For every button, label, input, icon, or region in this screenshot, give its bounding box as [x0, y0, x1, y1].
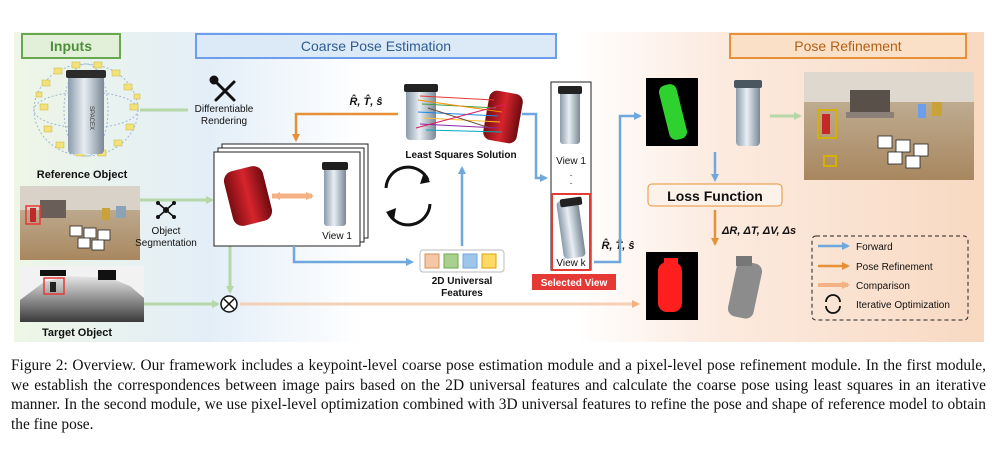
arrow-views-to-features — [292, 246, 414, 266]
caption-label: Figure 2: — [11, 357, 68, 374]
pose-feedback-arrow — [292, 112, 398, 142]
rendered-mask-image — [646, 78, 698, 146]
rendering-label: Rendering — [201, 116, 247, 127]
object-label: Object — [152, 226, 181, 237]
selected-view-label: Selected View — [541, 278, 608, 289]
differentiable-label: Differentiable — [195, 104, 254, 115]
universal-2d-features — [419, 249, 505, 273]
overview-figure: Inputs Coarse Pose Estimation Pose Refin… — [14, 32, 984, 342]
scene-image-input — [20, 186, 140, 260]
loss-function-label: Loss Function — [667, 188, 763, 204]
legend-comparison: Comparison — [856, 281, 910, 292]
target-depth-crop-image — [727, 256, 763, 319]
rts-bottom-label: R̂, T̂, ŝ — [601, 239, 634, 252]
refine-title: Pose Refinement — [794, 38, 902, 54]
rts-top-label: R̂, T̂, ŝ — [349, 95, 382, 108]
view1-right-label: View 1 — [556, 156, 586, 167]
delta-label: ΔR, ΔT, ΔV, Δs — [721, 225, 796, 237]
loss-function-box — [647, 183, 783, 207]
least-squares-label: Least Squares Solution — [405, 150, 516, 161]
view-k-label: View k — [556, 258, 586, 269]
selected-view-badge — [532, 274, 616, 290]
target-mask-image — [646, 252, 698, 320]
target-depth-image — [20, 266, 144, 322]
reference-object-image: SPACEX — [33, 61, 141, 157]
candidate-views-column: · · — [550, 81, 592, 271]
coarse-header: Coarse Pose Estimation — [195, 33, 557, 59]
dots-1: · — [569, 170, 572, 181]
arrow-selected-to-mask — [594, 112, 642, 264]
refine-header: Pose Refinement — [729, 33, 967, 59]
legend — [811, 235, 969, 321]
legend-iterative: Iterative Optimization — [856, 300, 950, 311]
least-squares-image — [404, 84, 523, 144]
segmentation-label: Segmentation — [135, 238, 197, 249]
universal-2d-label-1: 2D Universal — [432, 276, 493, 287]
multiply-node — [220, 295, 238, 313]
iterative-cycle-icon — [384, 165, 432, 227]
can-brand-text: SPACEX — [88, 106, 94, 130]
dots-2: · — [569, 178, 572, 189]
view1-center-label: View 1 — [322, 231, 352, 242]
figure-caption: Figure 2: Overview. Our framework includ… — [11, 356, 986, 434]
arrow-ls-to-selected — [522, 112, 548, 182]
rendered-model-image — [734, 80, 762, 146]
wrench-screwdriver-icon — [209, 75, 236, 102]
reference-object-label: Reference Object — [37, 169, 128, 181]
segmentation-icon — [156, 201, 176, 219]
caption-text: Overview. Our framework includes a keypo… — [11, 357, 986, 433]
inputs-title: Inputs — [50, 38, 92, 54]
coarse-title: Coarse Pose Estimation — [301, 38, 451, 54]
target-object-label: Target Object — [42, 327, 112, 339]
universal-2d-label-2: Features — [441, 288, 483, 299]
final-scene-image — [804, 72, 974, 180]
inputs-header: Inputs — [21, 33, 121, 59]
legend-pose-refinement: Pose Refinement — [856, 262, 933, 273]
legend-forward: Forward — [856, 242, 893, 253]
